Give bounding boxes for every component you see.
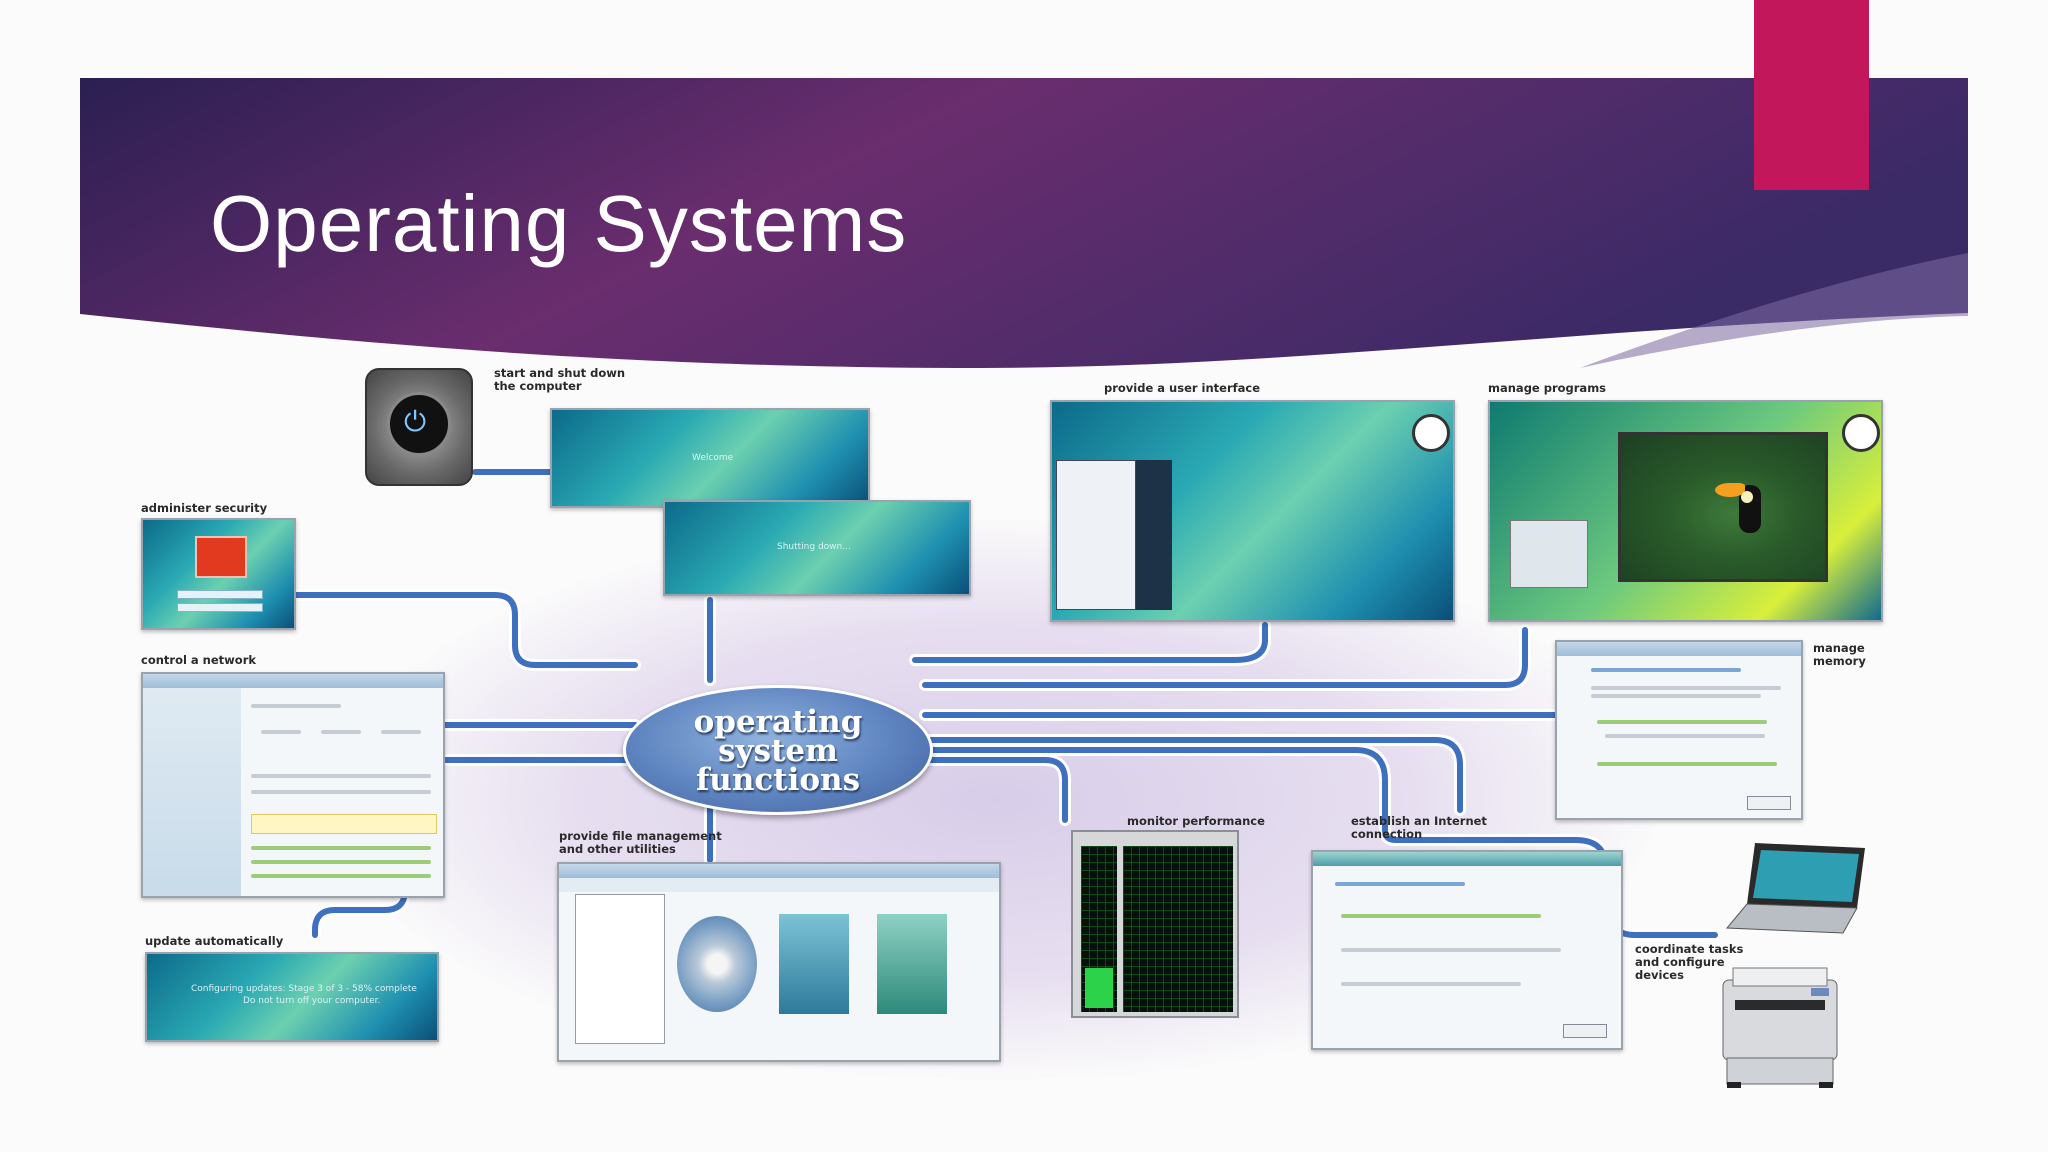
update-status-line-2: Do not turn off your computer. bbox=[243, 996, 380, 1006]
clock-icon bbox=[1412, 414, 1450, 452]
shutdown-text: Shutting down... bbox=[777, 542, 851, 552]
calculator-window bbox=[1510, 520, 1588, 588]
welcome-screen: Welcome bbox=[550, 408, 870, 508]
memory-diagnostics-window bbox=[1555, 640, 1803, 820]
username-field bbox=[177, 590, 263, 599]
update-screen: Configuring updates: Stage 3 of 3 - 58% … bbox=[145, 952, 439, 1042]
media-player-window bbox=[1618, 432, 1828, 582]
user-picture-icon bbox=[195, 536, 247, 578]
security-logon-screen bbox=[141, 518, 296, 630]
label-internet-connection: establish an Internet connection bbox=[1351, 815, 1487, 841]
programs-desktop-screen bbox=[1488, 400, 1883, 622]
start-menu-right-pane bbox=[1136, 460, 1172, 610]
music-folder-icon bbox=[677, 916, 757, 1012]
network-sharing-window bbox=[141, 672, 445, 898]
password-field bbox=[177, 603, 263, 612]
slide-title: Operating Systems bbox=[210, 178, 907, 270]
printer-icon bbox=[1715, 960, 1845, 1090]
label-monitor-performance: monitor performance bbox=[1127, 815, 1265, 828]
os-functions-diagram: operating system functions ⏻ start and s… bbox=[135, 360, 1895, 1095]
desktop-start-menu-screen bbox=[1050, 400, 1455, 622]
connect-to-internet-window bbox=[1311, 850, 1623, 1050]
shutdown-screen: Shutting down... bbox=[663, 500, 971, 596]
center-os-functions: operating system functions bbox=[623, 685, 933, 815]
label-start-shutdown: start and shut down the computer bbox=[494, 367, 625, 393]
center-line-3: functions bbox=[626, 766, 930, 795]
start-menu bbox=[1056, 460, 1136, 610]
label-file-management: provide file management and other utilit… bbox=[559, 830, 722, 856]
label-administer-security: administer security bbox=[141, 502, 267, 515]
power-button-icon: ⏻ bbox=[365, 368, 473, 486]
label-control-network: control a network bbox=[141, 654, 256, 667]
label-update-automatically: update automatically bbox=[145, 935, 283, 948]
performance-monitor-window bbox=[1071, 830, 1239, 1018]
label-manage-programs: manage programs bbox=[1488, 382, 1606, 395]
saved-games-folder-icon bbox=[877, 914, 947, 1014]
label-manage-memory: manage memory bbox=[1813, 642, 1866, 668]
label-user-interface: provide a user interface bbox=[1104, 382, 1260, 395]
welcome-text: Welcome bbox=[692, 453, 733, 463]
accent-tab bbox=[1754, 0, 1869, 190]
update-status-line-1: Configuring updates: Stage 3 of 3 - 58% … bbox=[191, 984, 417, 994]
pictures-folder-icon bbox=[779, 914, 849, 1014]
laptop-icon bbox=[1725, 838, 1875, 938]
file-explorer-window bbox=[557, 862, 1001, 1062]
clock-icon bbox=[1842, 414, 1880, 452]
center-label: operating system functions bbox=[626, 708, 930, 795]
